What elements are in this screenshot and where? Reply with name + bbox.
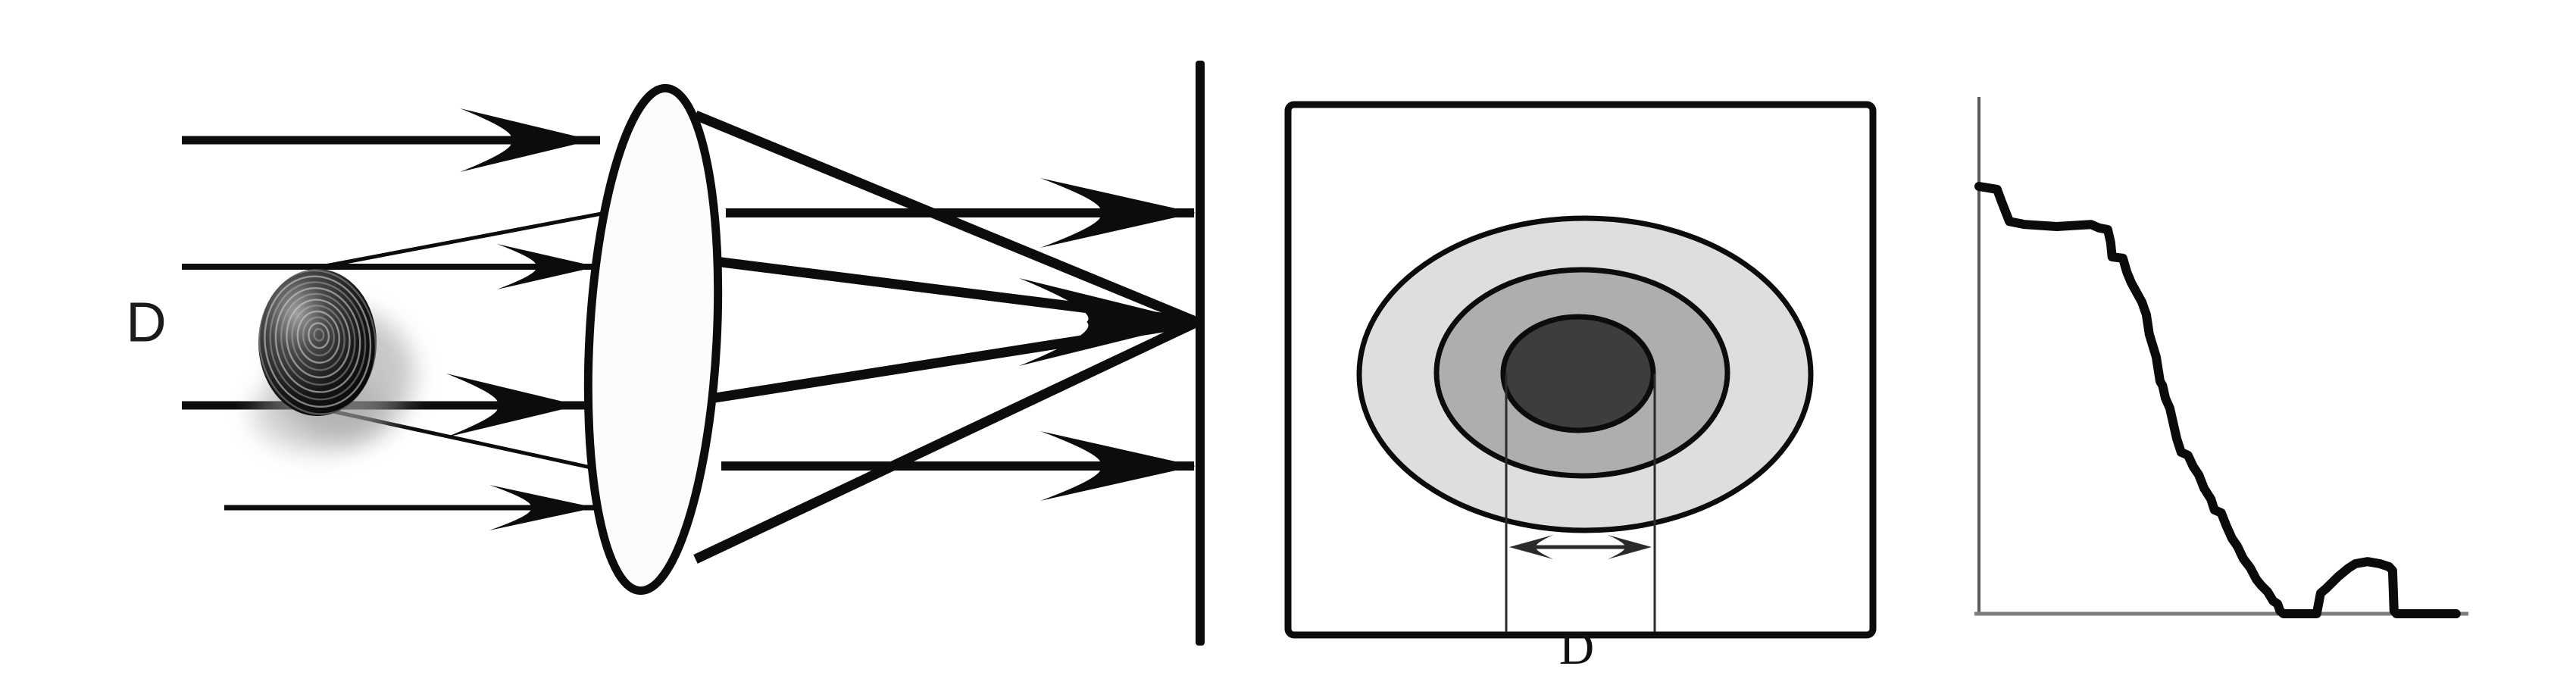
particle-ridge-ring xyxy=(258,269,377,415)
detector-screen xyxy=(1196,61,1205,646)
particle-ridge-ring xyxy=(302,316,336,357)
lens xyxy=(583,83,723,596)
arrowhead-icon xyxy=(1608,535,1652,559)
diffraction-rings xyxy=(1356,215,1814,533)
particle-ridge-ring xyxy=(313,327,325,342)
particle-ridge-ring xyxy=(264,275,372,408)
diffraction-pattern-panel: D xyxy=(1284,101,1877,674)
particle-ridge-ring xyxy=(308,322,330,349)
particle-ridge-ring xyxy=(269,281,367,401)
pattern-diameter-label: D xyxy=(1559,621,1594,674)
arrowhead-icon xyxy=(489,485,596,530)
focal-arrowhead-icon xyxy=(1019,278,1197,366)
intensity-plot-panel xyxy=(1974,97,2468,618)
particle-diameter-label: D xyxy=(126,291,166,354)
intensity-curve xyxy=(1974,182,2461,618)
particle-ridge-ring xyxy=(274,286,361,393)
lens-focusing-panel: D xyxy=(126,61,1205,646)
diffraction-ring xyxy=(1500,314,1656,433)
arrowhead-icon xyxy=(446,374,579,437)
arrowhead-icon xyxy=(497,244,597,289)
incident-rays xyxy=(182,108,611,530)
output-parallel-rays xyxy=(721,178,1196,501)
arrowhead-icon xyxy=(460,108,592,172)
particle xyxy=(258,269,377,416)
arrowhead-icon xyxy=(1509,535,1553,559)
focused-ray xyxy=(693,110,1199,327)
focused-ray xyxy=(693,317,1199,564)
particle-ridges xyxy=(258,269,377,415)
particle-ridge-ring xyxy=(286,299,351,379)
diameter-measure xyxy=(1505,374,1656,632)
particle-ridge-ring xyxy=(291,305,345,371)
arrowhead-icon xyxy=(1040,178,1196,248)
scattered-ray xyxy=(320,208,618,269)
particle-ridge-ring xyxy=(280,292,356,386)
arrowhead-icon xyxy=(1040,431,1196,501)
particle-ridge-ring xyxy=(296,310,340,364)
